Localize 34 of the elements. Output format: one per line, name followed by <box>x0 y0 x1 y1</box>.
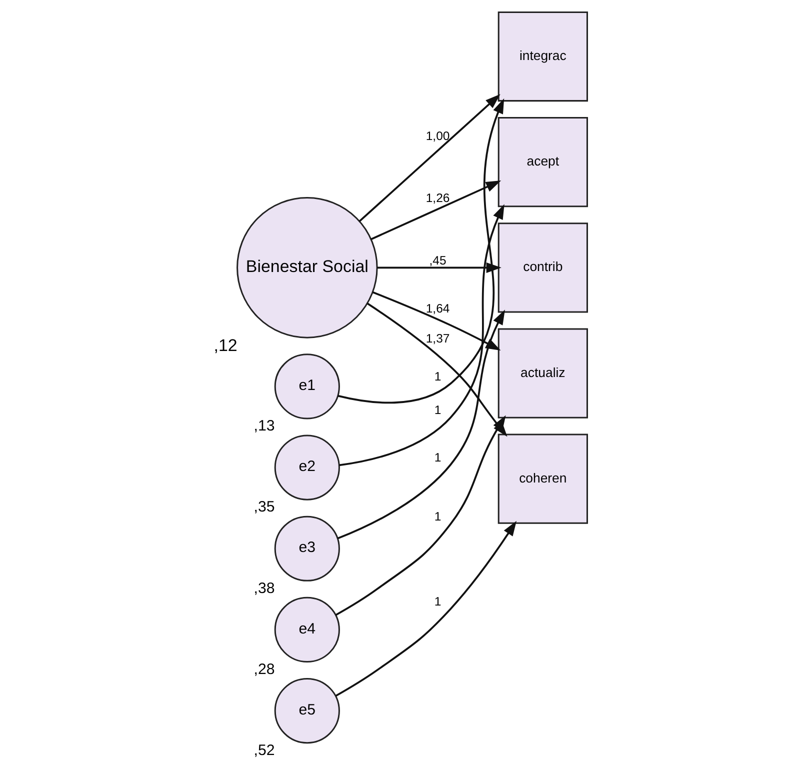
node-box: coheren <box>498 434 588 524</box>
node-label: ,28 <box>254 660 275 678</box>
arrow <box>335 520 517 697</box>
node-label: ,52 <box>254 742 275 759</box>
node-circle: e2 <box>274 434 340 500</box>
node-circle: e4 <box>274 596 340 663</box>
arrow <box>339 204 504 466</box>
edge-label: 1,37 <box>426 332 450 346</box>
node-label: ,38 <box>254 580 275 597</box>
node-box: actualiz <box>498 328 588 418</box>
node-label: ,12 <box>214 336 238 356</box>
node-box: contrib <box>498 222 588 313</box>
arrow <box>358 94 500 222</box>
node-circle: Bienestar Social <box>236 197 378 338</box>
node-label: ,13 <box>254 418 275 435</box>
edge-label: 1,64 <box>426 301 450 316</box>
node-box: acept <box>498 117 588 208</box>
arrow <box>335 415 506 616</box>
edge-label: 1 <box>434 594 442 609</box>
edge-label: ,45 <box>429 253 446 268</box>
edge-label: 1,26 <box>426 191 450 206</box>
edge-label: 1 <box>434 510 442 524</box>
edge-label: 1 <box>434 450 442 464</box>
arrow <box>337 310 505 540</box>
node-circle: e3 <box>274 516 340 582</box>
edge-label: 1 <box>434 369 442 384</box>
arrow <box>370 180 502 240</box>
node-circle: e1 <box>274 354 340 420</box>
node-box: integrac <box>498 11 588 102</box>
arrow <box>338 98 504 404</box>
node-circle: e5 <box>274 678 340 744</box>
node-label: ,35 <box>254 498 275 516</box>
edge-label: 1,00 <box>426 128 450 143</box>
edge-label: 1 <box>434 403 442 418</box>
